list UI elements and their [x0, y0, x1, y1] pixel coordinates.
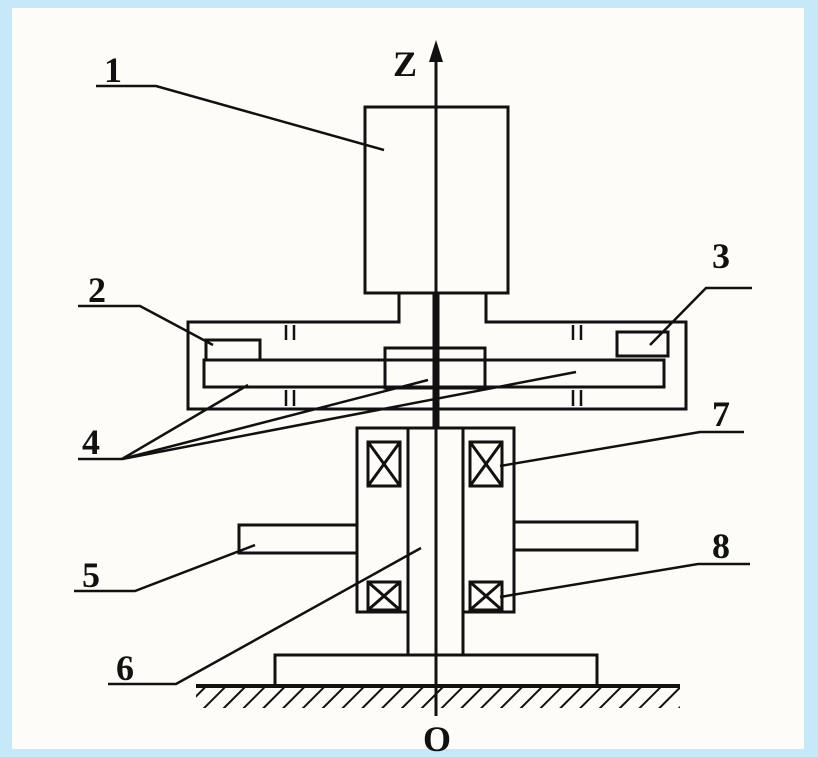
axis-label-origin: O — [423, 719, 451, 757]
bearing-housing-right — [461, 426, 516, 614]
gear-housing — [186, 291, 688, 411]
ground-hatch — [196, 686, 680, 708]
part-labels: 1 2 3 4 5 6 7 8 Z O — [82, 44, 730, 757]
disk-5-right — [512, 520, 639, 552]
block-2 — [204, 338, 262, 362]
label-3: 3 — [712, 236, 730, 276]
label-4: 4 — [82, 422, 100, 462]
label-7: 7 — [712, 394, 730, 434]
label-6: 6 — [116, 648, 134, 688]
axis-label-z: Z — [393, 44, 417, 84]
leader-lines — [74, 84, 752, 686]
z-axis-arrow — [429, 40, 443, 62]
block-3 — [615, 330, 670, 358]
label-1: 1 — [104, 50, 122, 90]
label-2: 2 — [88, 270, 106, 310]
bearing-upper-right — [468, 440, 504, 488]
disk-5-left — [237, 523, 359, 555]
bearing-lower-left — [366, 580, 402, 612]
bearing-lower-right — [468, 580, 504, 612]
label-8: 8 — [712, 526, 730, 566]
bearing-upper-left — [366, 440, 402, 488]
bearing-housing-left — [355, 426, 410, 614]
label-5: 5 — [82, 555, 100, 595]
support-marks — [284, 325, 583, 406]
